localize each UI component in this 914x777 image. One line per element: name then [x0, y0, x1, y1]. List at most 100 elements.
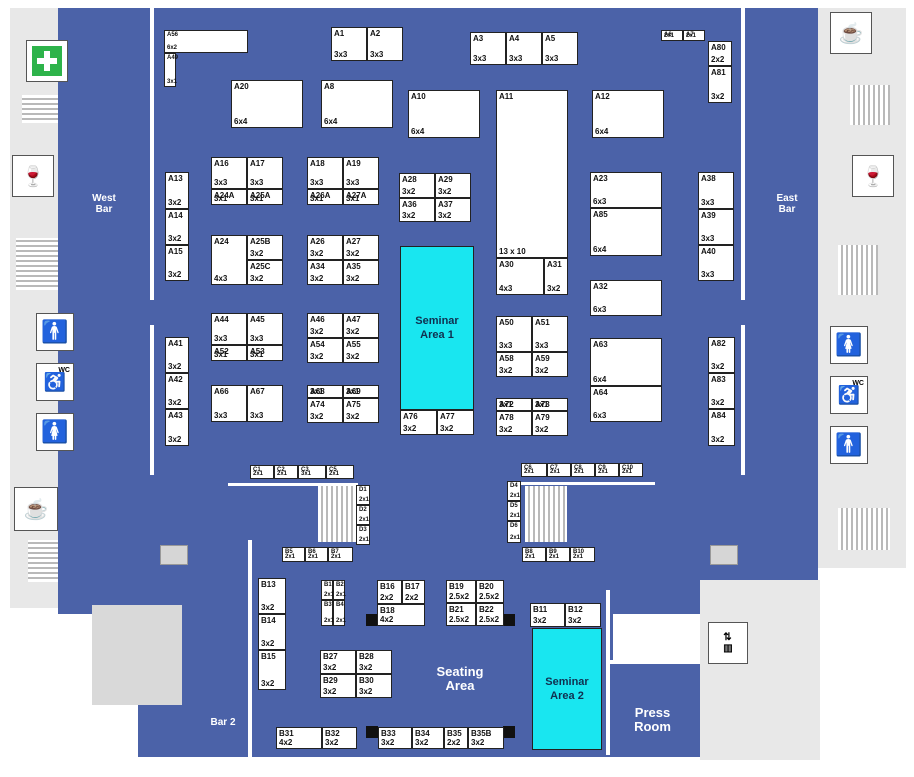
seminar-area-2[interactable]: Seminar Area 2 — [532, 628, 602, 750]
seminar-area-1[interactable]: Seminar Area 1 — [400, 246, 474, 410]
